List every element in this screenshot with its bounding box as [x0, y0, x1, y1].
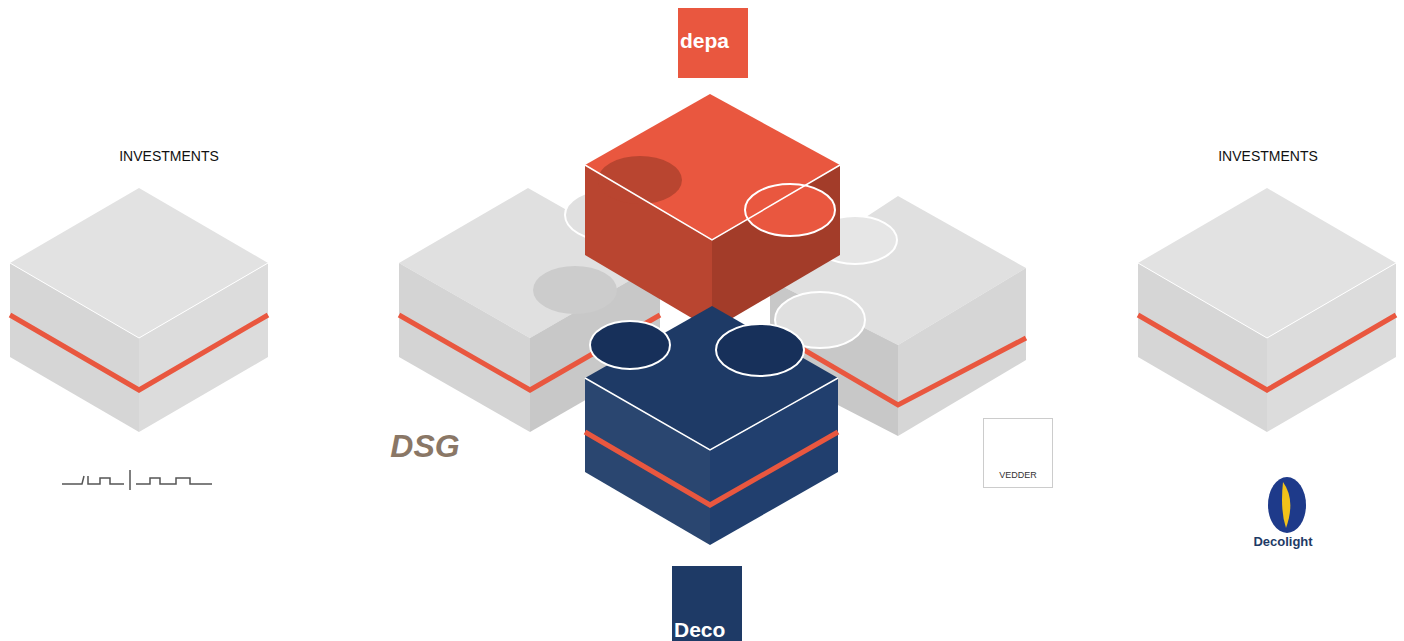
section-heading: INVESTMENTS [1218, 149, 1318, 164]
brand-tile: depa [678, 8, 748, 78]
logo-box: VEDDER [983, 418, 1053, 488]
puzzle-piece-navy [585, 306, 838, 545]
decolight-emblem [1268, 477, 1306, 533]
investment-cube [10, 188, 268, 432]
company-logo: Decolight [1253, 535, 1312, 549]
node-text: Deco [674, 618, 725, 641]
jwico-logo [62, 470, 212, 490]
company-logo: DSG [390, 429, 459, 464]
brand-tile: Deco [672, 566, 742, 641]
investment-cube [1138, 188, 1396, 432]
puzzle-piece-orange [585, 94, 840, 330]
node-text: depa [680, 29, 729, 52]
section-heading: INVESTMENTS [119, 149, 219, 164]
node-text: VEDDER [999, 471, 1037, 481]
